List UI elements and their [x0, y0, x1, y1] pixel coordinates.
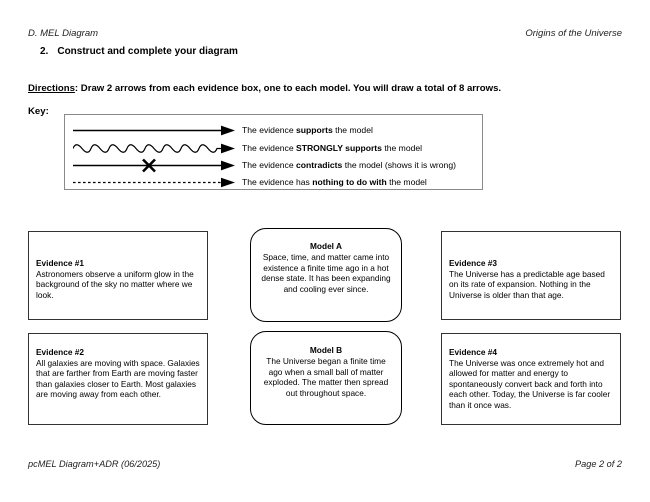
model-box-b-content: Model B The Universe began a finite time… — [261, 345, 391, 399]
key-text-bold: contradicts — [295, 160, 343, 170]
key-label: Key: — [28, 106, 49, 117]
model-box-b-title: Model B — [309, 345, 343, 355]
task-text: Construct and complete your diagram — [57, 46, 238, 57]
key-text-after: the model — [381, 143, 423, 153]
evidence-box-3-content: Evidence #3 The Universe has a predictab… — [449, 258, 613, 300]
model-box-a-content: Model A Space, time, and matter came int… — [261, 241, 391, 295]
key-text-after: the model — [386, 177, 427, 187]
key-desc-nothing-to-do: The evidence has nothing to do with the … — [242, 176, 427, 188]
model-box-a-body: Space, time, and matter came into existe… — [261, 251, 391, 295]
key-desc-strongly-supports: The evidence STRONGLY supports the model — [242, 142, 422, 154]
key-row-strongly-supports: The evidence STRONGLY supports the model — [65, 139, 482, 158]
key-text-before: The evidence — [242, 160, 296, 170]
evidence-box-2: Evidence #2 All galaxies are moving with… — [28, 333, 208, 425]
key-text-bold: supports — [295, 125, 333, 135]
key-text-bold: nothing to do with — [312, 177, 387, 187]
evidence-box-3: Evidence #3 The Universe has a predictab… — [441, 231, 621, 320]
footer-page-number: Page 2 of 2 — [575, 459, 622, 469]
task-number: 2. — [40, 46, 49, 57]
key-row-nothing-to-do: The evidence has nothing to do with the … — [65, 173, 482, 192]
key-text-before: The evidence — [242, 125, 296, 135]
dashed-arrow-icon — [73, 173, 237, 192]
key-row-supports: The evidence supports the model — [65, 121, 482, 140]
model-box-a: Model A Space, time, and matter came int… — [250, 228, 402, 322]
evidence-box-2-content: Evidence #2 All galaxies are moving with… — [36, 347, 200, 400]
key-desc-supports: The evidence supports the model — [242, 124, 373, 136]
footer-left-text: pcMEL Diagram+ADR (06/2025) — [28, 459, 161, 469]
task-heading: 2. Construct and complete your diagram — [40, 46, 238, 57]
key-desc-contradicts: The evidence contradicts the model (show… — [242, 159, 456, 171]
evidence-box-3-title: Evidence #3 — [449, 258, 497, 268]
evidence-box-1: Evidence #1 Astronomers observe a unifor… — [28, 231, 208, 320]
evidence-box-1-title: Evidence #1 — [36, 258, 84, 268]
evidence-box-1-body: Astronomers observe a uniform glow in th… — [36, 268, 194, 300]
evidence-box-4-body: The Universe was once extremely hot and … — [449, 357, 611, 410]
header-left-title: D. MEL Diagram — [28, 28, 99, 39]
crossed-arrow-icon — [73, 156, 237, 175]
model-box-b-body: The Universe began a finite time ago whe… — [263, 355, 389, 399]
key-text-before: The evidence — [242, 143, 296, 153]
straight-arrow-icon — [73, 121, 237, 140]
model-box-a-title: Model A — [310, 241, 342, 251]
key-text-before: The evidence has — [242, 177, 313, 187]
wavy-arrow-icon — [72, 139, 237, 158]
evidence-box-3-body: The Universe has a predictable age based… — [449, 268, 605, 300]
evidence-box-1-content: Evidence #1 Astronomers observe a unifor… — [36, 258, 200, 300]
directions-label: Directions — [28, 83, 75, 94]
key-row-contradicts: The evidence contradicts the model (show… — [65, 156, 482, 175]
directions-text: Draw 2 arrows from each evidence box, on… — [78, 83, 502, 94]
evidence-box-2-body: All galaxies are moving with space. Gala… — [36, 357, 200, 400]
evidence-box-4-title: Evidence #4 — [449, 347, 497, 357]
header-right-title: Origins of the Universe — [525, 28, 622, 39]
key-legend-box: The evidence supports the model The evid… — [64, 114, 483, 190]
key-text-after: the model — [332, 125, 373, 135]
evidence-box-4-content: Evidence #4 The Universe was once extrem… — [449, 347, 613, 411]
key-text-after: the model (shows it is wrong) — [342, 160, 456, 170]
model-box-b: Model B The Universe began a finite time… — [250, 331, 402, 425]
key-text-bold: STRONGLY supports — [295, 143, 382, 153]
directions-separator: : — [74, 83, 79, 94]
directions-line: Directions: Draw 2 arrows from each evid… — [28, 83, 501, 94]
evidence-box-2-title: Evidence #2 — [36, 347, 84, 357]
evidence-box-4: Evidence #4 The Universe was once extrem… — [441, 333, 621, 425]
